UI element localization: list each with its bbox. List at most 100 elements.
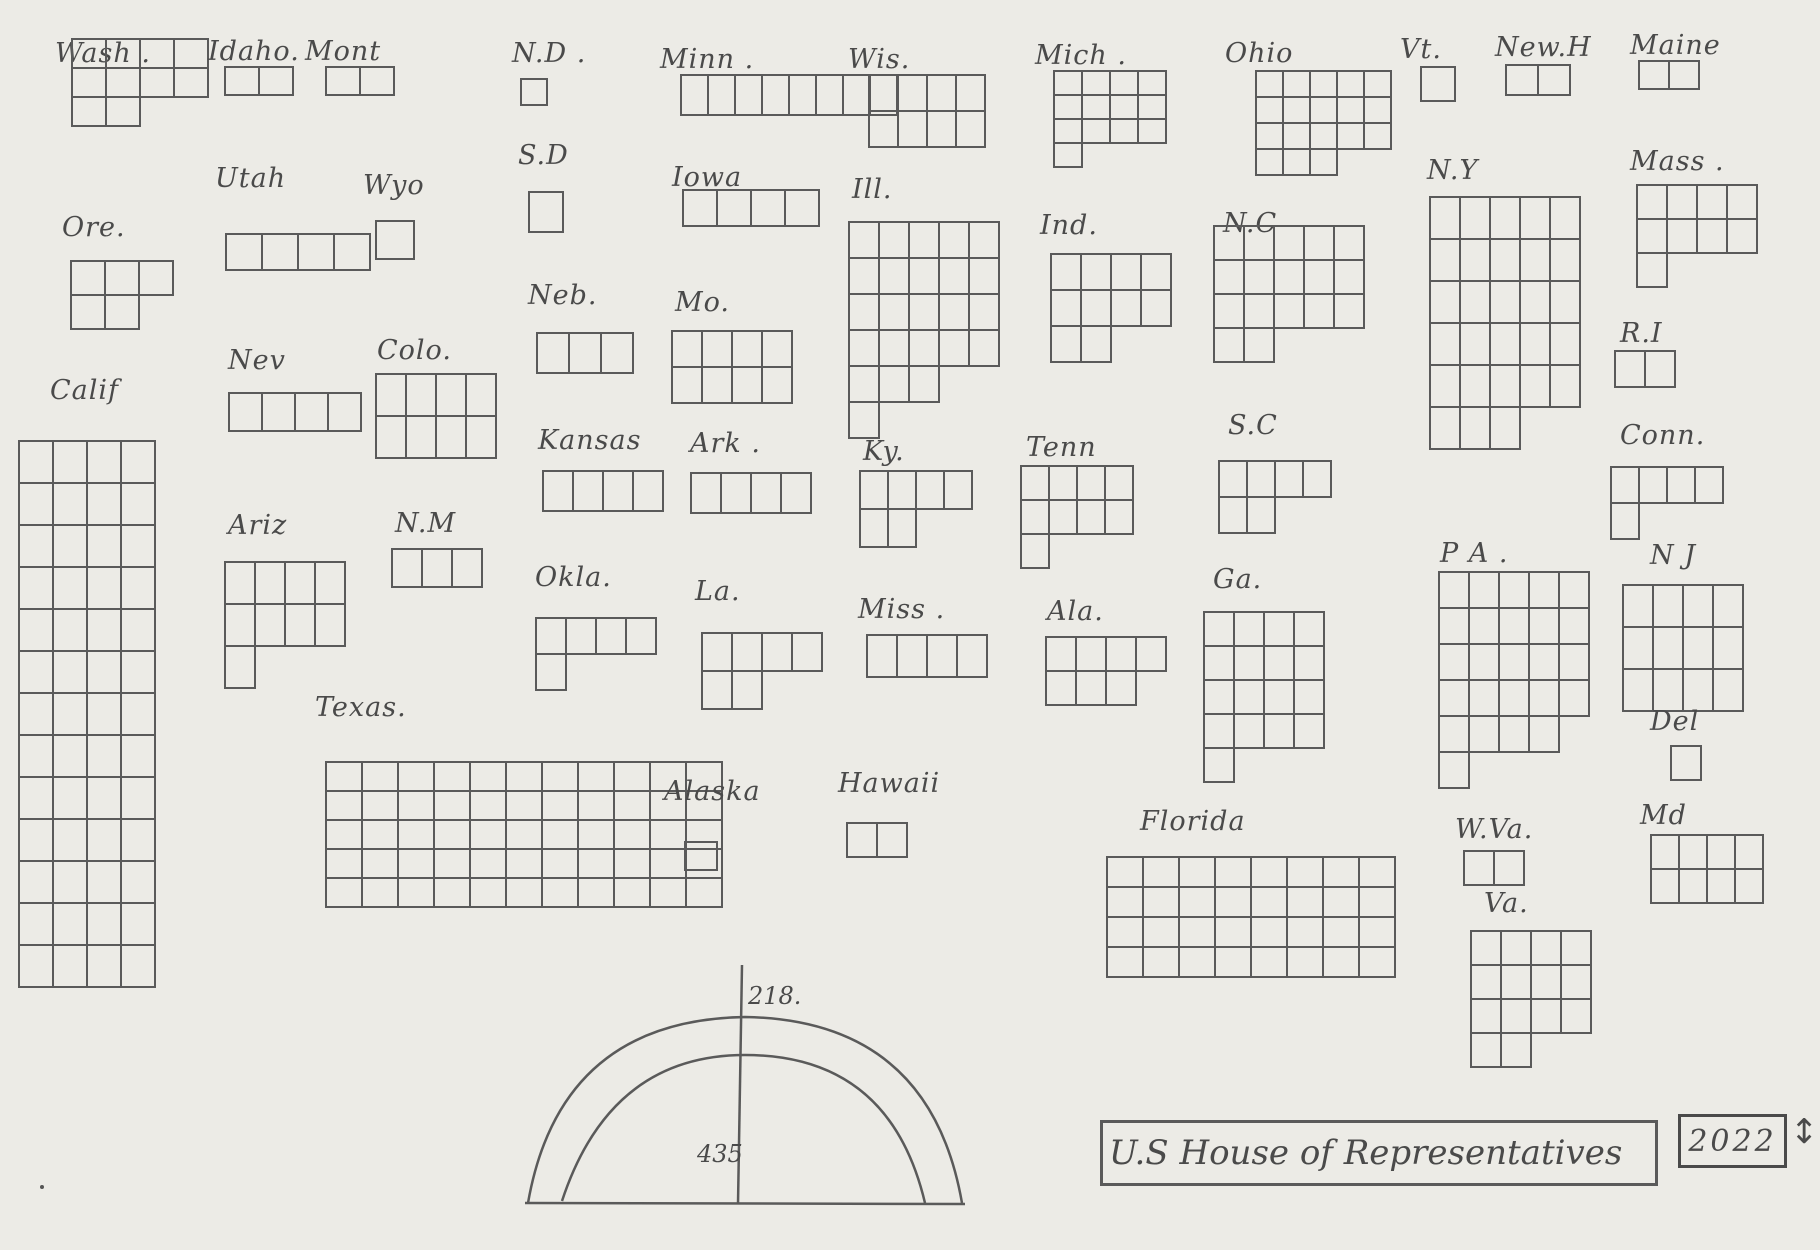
seat-cell[interactable] — [1726, 218, 1758, 254]
seat-cell[interactable] — [1358, 886, 1396, 918]
seat-cell[interactable] — [1489, 196, 1521, 240]
seat-cell[interactable] — [1560, 998, 1592, 1034]
seat-cell[interactable] — [1636, 184, 1668, 220]
seat-cell[interactable] — [1213, 293, 1245, 329]
seat-cell[interactable] — [1080, 289, 1112, 327]
seat-cell[interactable] — [848, 293, 880, 331]
seat-cell[interactable] — [70, 260, 106, 296]
seat-cell[interactable] — [52, 734, 88, 778]
seat-cell[interactable] — [1650, 834, 1680, 870]
seat-cell[interactable] — [1363, 96, 1392, 124]
seat-cell[interactable] — [1549, 322, 1581, 366]
seat-cell[interactable] — [254, 603, 286, 647]
seat-cell[interactable] — [780, 472, 812, 514]
seat-cell[interactable] — [1459, 322, 1491, 366]
seat-cell[interactable] — [314, 603, 346, 647]
seat-cell[interactable] — [1636, 252, 1668, 288]
seat-cell[interactable] — [1468, 643, 1500, 681]
seat-cell[interactable] — [1255, 96, 1284, 124]
seat-cell[interactable] — [359, 66, 395, 96]
seat-cell[interactable] — [1498, 643, 1530, 681]
seat-cell[interactable] — [649, 877, 687, 908]
seat-cell[interactable] — [1429, 196, 1461, 240]
seat-cell[interactable] — [685, 877, 723, 908]
seat-cell[interactable] — [1263, 713, 1295, 749]
seat-cell[interactable] — [1255, 122, 1284, 150]
seat-cell[interactable] — [848, 257, 880, 295]
seat-cell[interactable] — [1429, 238, 1461, 282]
seat-cell[interactable] — [173, 38, 209, 69]
seat-cell[interactable] — [1505, 64, 1539, 96]
seat-cell[interactable] — [1712, 626, 1744, 670]
seat-cell[interactable] — [52, 692, 88, 736]
seat-cell[interactable] — [325, 790, 363, 821]
seat-cell[interactable] — [1106, 856, 1144, 888]
seat-cell[interactable] — [541, 819, 579, 850]
seat-cell[interactable] — [1282, 70, 1311, 98]
seat-cell[interactable] — [761, 330, 793, 368]
seat-cell[interactable] — [1293, 679, 1325, 715]
seat-cell[interactable] — [1726, 184, 1758, 220]
seat-cell[interactable] — [1528, 607, 1560, 645]
seat-cell[interactable] — [1214, 856, 1252, 888]
seat-cell[interactable] — [938, 329, 970, 367]
seat-cell[interactable] — [1263, 611, 1295, 647]
seat-cell[interactable] — [1309, 122, 1338, 150]
year-selector[interactable]: 2022 — [1678, 1114, 1787, 1168]
seat-cell[interactable] — [1694, 466, 1724, 504]
seat-cell[interactable] — [1489, 280, 1521, 324]
seat-cell[interactable] — [716, 189, 752, 227]
seat-cell[interactable] — [541, 761, 579, 792]
seat-cell[interactable] — [1045, 636, 1077, 672]
seat-cell[interactable] — [1678, 868, 1708, 904]
seat-cell[interactable] — [1178, 916, 1216, 948]
seat-cell[interactable] — [18, 440, 54, 484]
seat-cell[interactable] — [120, 608, 156, 652]
seat-cell[interactable] — [18, 482, 54, 526]
seat-cell[interactable] — [1614, 350, 1646, 388]
seat-cell[interactable] — [1178, 946, 1216, 978]
seat-cell[interactable] — [1050, 325, 1082, 363]
seat-cell[interactable] — [671, 330, 703, 368]
seat-cell[interactable] — [926, 634, 958, 678]
seat-cell[interactable] — [1336, 122, 1365, 150]
seat-cell[interactable] — [1137, 70, 1167, 96]
seat-cell[interactable] — [1053, 118, 1083, 144]
seat-cell[interactable] — [433, 819, 471, 850]
seat-cell[interactable] — [1638, 466, 1668, 504]
seat-cell[interactable] — [261, 392, 296, 432]
seat-cell[interactable] — [1282, 122, 1311, 150]
seat-cell[interactable] — [1076, 499, 1106, 535]
seat-cell[interactable] — [1429, 280, 1461, 324]
seat-cell[interactable] — [1142, 886, 1180, 918]
seat-cell[interactable] — [224, 645, 256, 689]
seat-cell[interactable] — [1652, 626, 1684, 670]
seat-cell[interactable] — [333, 233, 371, 271]
seat-cell[interactable] — [505, 848, 543, 879]
seat-cell[interactable] — [224, 603, 256, 647]
seat-cell[interactable] — [1250, 856, 1288, 888]
seat-cell[interactable] — [649, 819, 687, 850]
seat-cell[interactable] — [761, 366, 793, 404]
seat-cell[interactable] — [1080, 253, 1112, 291]
seat-cell[interactable] — [613, 790, 651, 821]
seat-cell[interactable] — [565, 617, 597, 655]
seat-cell[interactable] — [18, 566, 54, 610]
seat-cell[interactable] — [1493, 850, 1525, 886]
seat-cell[interactable] — [18, 860, 54, 904]
seat-cell[interactable] — [968, 293, 1000, 331]
seat-cell[interactable] — [1106, 886, 1144, 918]
seat-cell[interactable] — [1081, 70, 1111, 96]
seat-cell[interactable] — [1682, 626, 1714, 670]
seat-cell[interactable] — [70, 294, 106, 330]
seat-cell[interactable] — [701, 670, 733, 710]
seat-cell[interactable] — [391, 548, 423, 588]
seat-cell[interactable] — [1106, 916, 1144, 948]
seat-cell[interactable] — [866, 634, 898, 678]
seat-cell[interactable] — [1336, 70, 1365, 98]
seat-cell[interactable] — [120, 440, 156, 484]
seat-cell[interactable] — [254, 561, 286, 605]
seat-cell[interactable] — [405, 373, 437, 417]
seat-cell[interactable] — [701, 632, 733, 672]
seat-cell[interactable] — [1105, 636, 1137, 672]
